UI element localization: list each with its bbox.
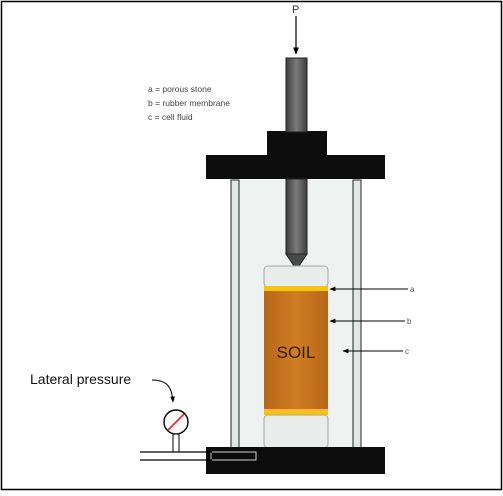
cell-wall-right (352, 179, 362, 449)
gauge-label: Lateral pressure (30, 371, 131, 387)
gauge-leader (151, 379, 176, 403)
pointer-label-c: c (405, 347, 409, 356)
sample-label: SOIL (277, 343, 316, 362)
loading-piston-lower (285, 178, 308, 255)
top-plate (206, 155, 385, 179)
loading-piston-upper (285, 57, 308, 133)
porous-stone-bottom (264, 409, 328, 415)
bottom-end-cap (263, 414, 329, 449)
top-cap-upper (267, 131, 327, 158)
gauge-needle (167, 413, 185, 431)
base-inlet-block (210, 451, 257, 461)
legend-line-c: c = cell fluid (148, 112, 193, 122)
pointer-label-a: a (410, 285, 415, 294)
pointer-label-b: b (407, 317, 412, 326)
gauge-stem (172, 433, 180, 453)
base-plate (206, 447, 385, 474)
top-end-cap (263, 265, 329, 288)
soil-sample (264, 291, 328, 409)
load-label: P (292, 4, 299, 16)
porous-stone-top (264, 286, 328, 291)
cell-wall-left (230, 179, 240, 449)
legend-line-a: a = porous stone (148, 84, 212, 94)
legend-line-b: b = rubber membrane (148, 98, 230, 108)
